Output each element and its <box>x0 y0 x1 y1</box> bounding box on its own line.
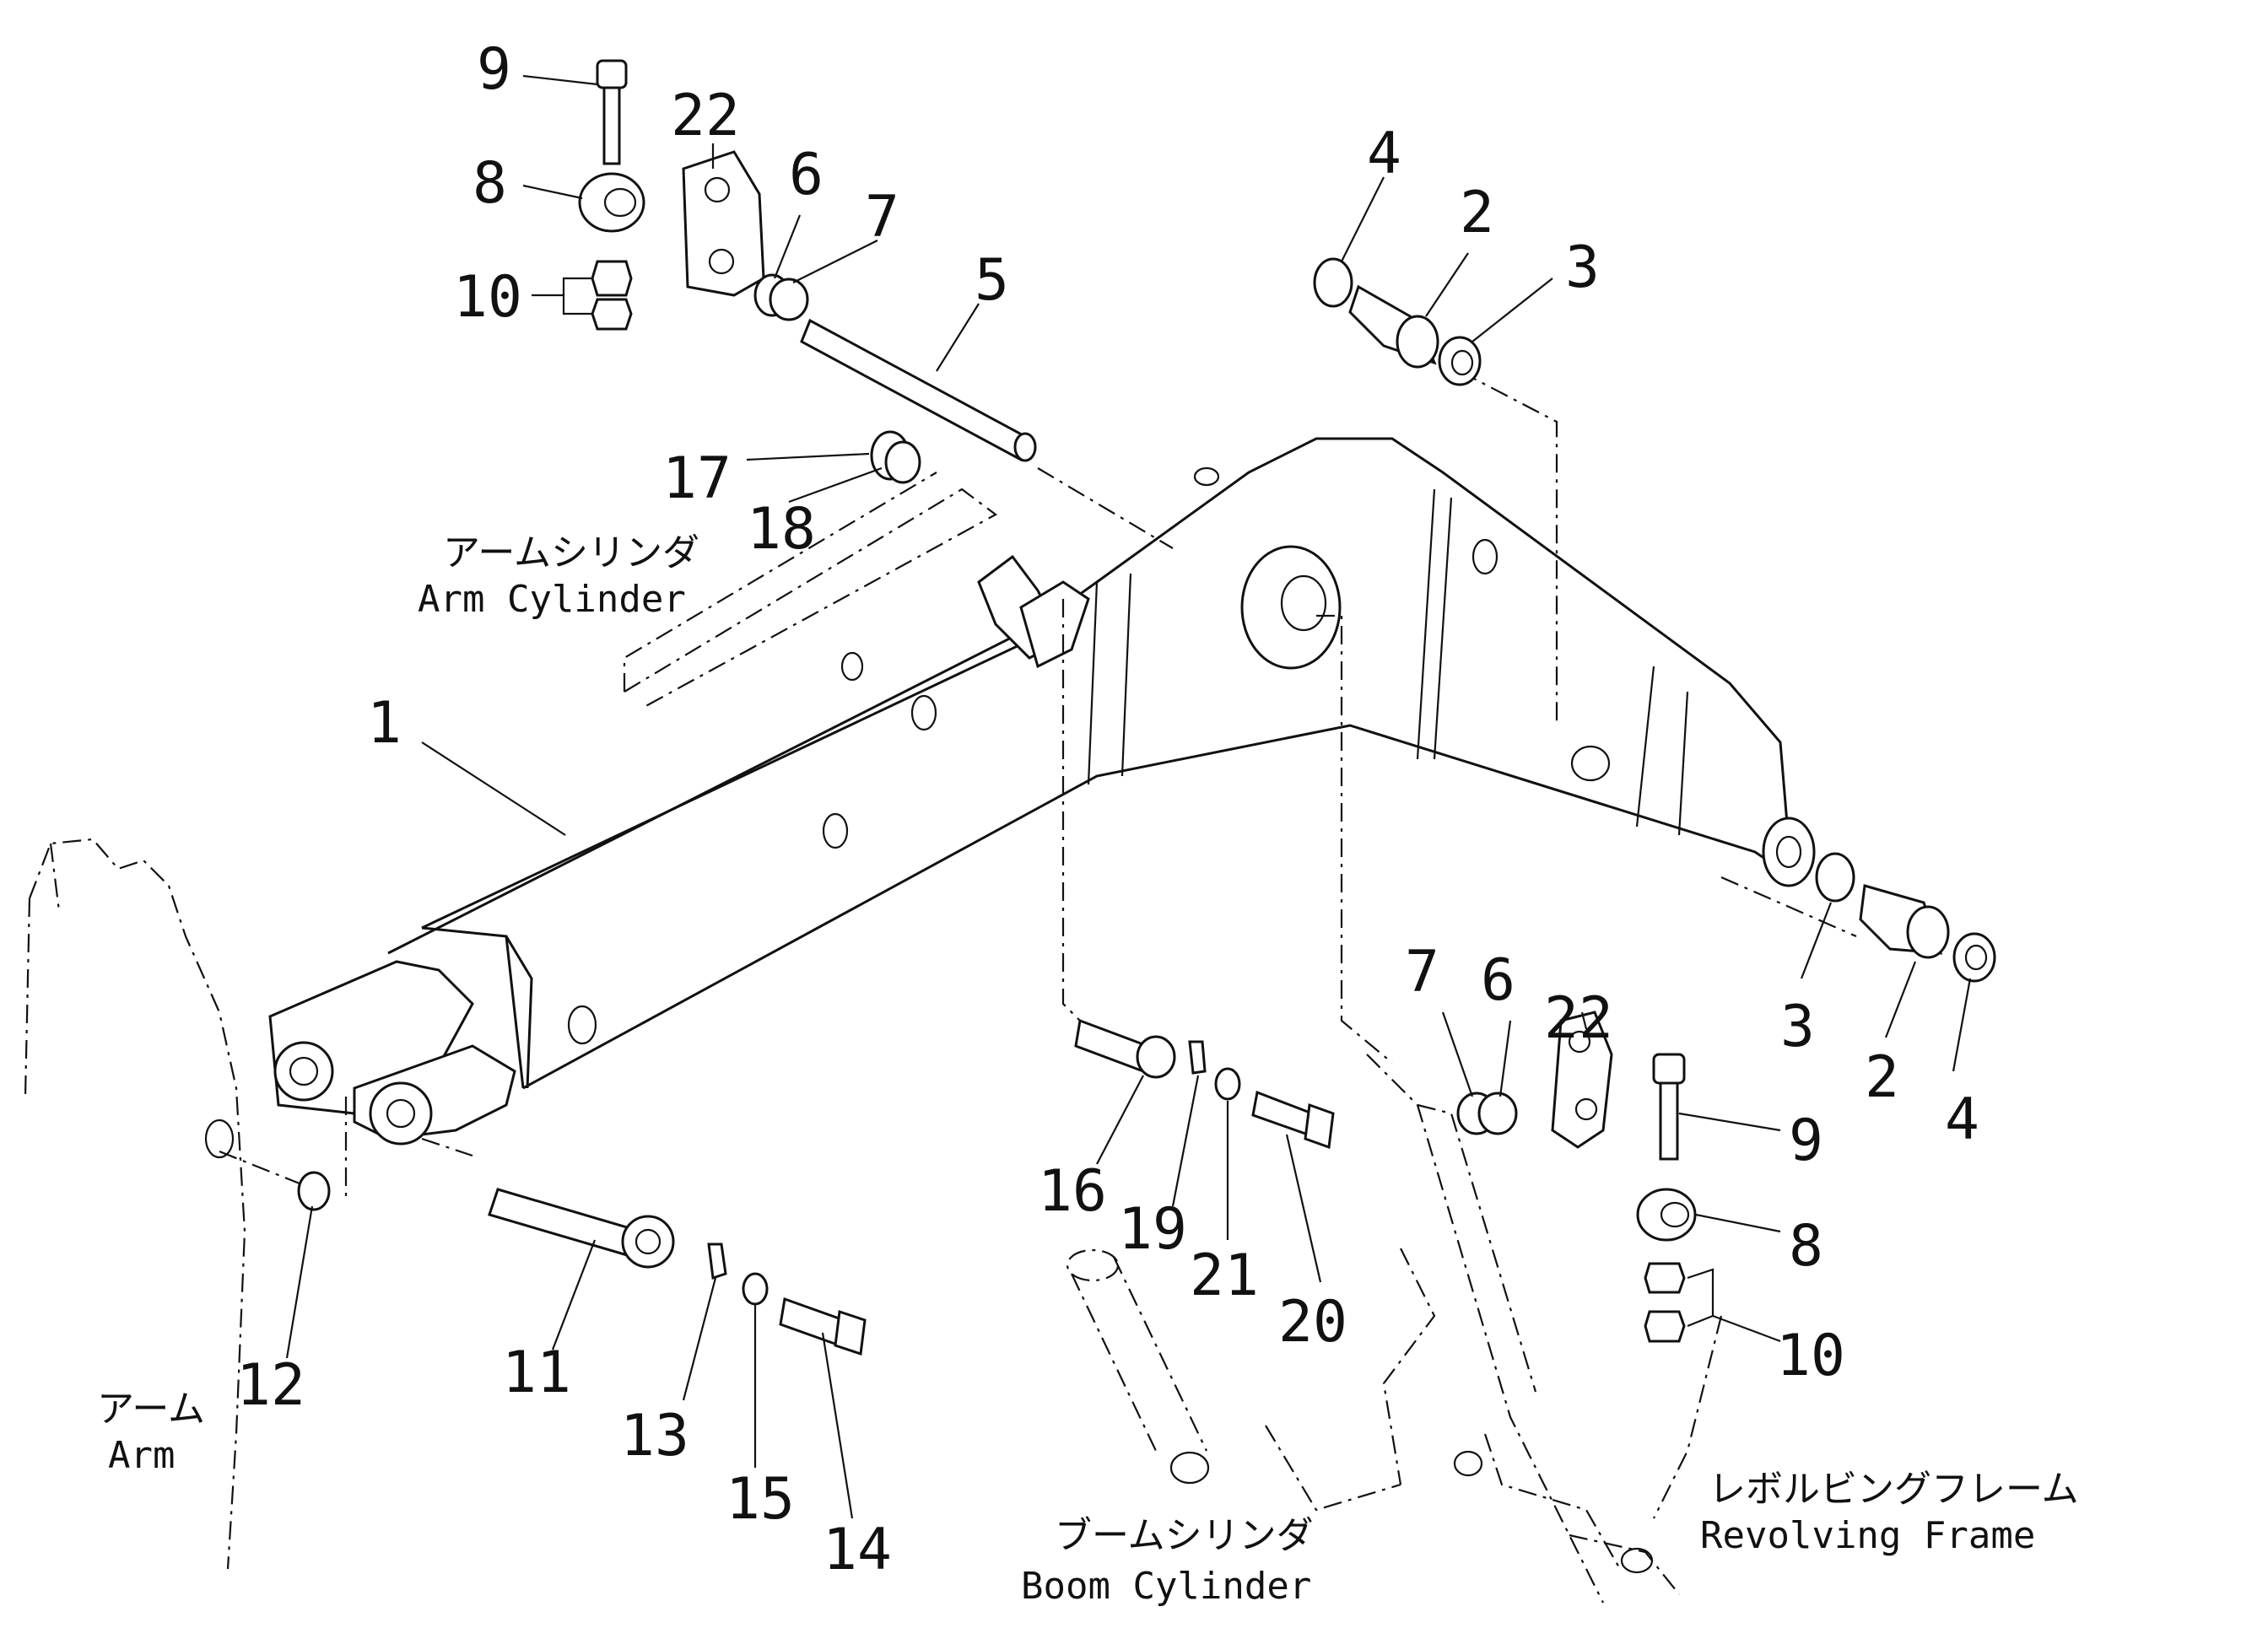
parts-top-right <box>1313 257 1482 386</box>
callout-4b: 4 <box>1945 1086 1979 1153</box>
callout-11: 11 <box>502 1340 571 1406</box>
arm-cylinder-label-jp: アームシリンダ <box>443 531 699 574</box>
callout-10: 10 <box>453 264 522 331</box>
callout-18: 18 <box>747 496 816 563</box>
arm-label-en: Arm <box>108 1434 175 1477</box>
callout-16: 16 <box>1038 1158 1107 1225</box>
callout-22b: 22 <box>1544 985 1613 1052</box>
callout-7: 7 <box>865 184 899 251</box>
parts-bottom <box>297 1018 1335 1356</box>
callout-8: 8 <box>472 150 507 217</box>
callout-8b: 8 <box>1789 1213 1823 1280</box>
arm-outline <box>24 838 246 1570</box>
callout-15: 15 <box>726 1466 795 1533</box>
callout-6: 6 <box>789 142 824 208</box>
callout-9: 9 <box>477 36 511 103</box>
callout-14: 14 <box>823 1517 892 1583</box>
callout-10b: 10 <box>1776 1323 1845 1389</box>
callout-1: 1 <box>367 690 402 757</box>
callout-21: 21 <box>1190 1243 1259 1309</box>
callout-3: 3 <box>1565 234 1600 301</box>
boom-cylinder-outline <box>1066 1248 1210 1485</box>
callout-7b: 7 <box>1405 939 1439 1005</box>
callout-numbers: 9 22 8 6 7 10 5 17 18 4 2 3 1 3 2 4 7 6 … <box>236 36 1979 1583</box>
revolving-frame-label-jp: レボルビングフレーム <box>1709 1468 2079 1511</box>
parts-right-lower <box>1456 1011 1697 1343</box>
callout-19: 19 <box>1118 1196 1187 1263</box>
component-labels: アームシリンダ Arm Cylinder アーム Arm ブームシリンダ Boo… <box>97 531 2079 1608</box>
boom-cylinder-label-jp: ブームシリンダ <box>1055 1514 1314 1557</box>
callout-20: 20 <box>1278 1289 1347 1356</box>
boom-cylinder-label-en: Boom Cylinder <box>1021 1565 1311 1608</box>
callout-17: 17 <box>662 445 732 512</box>
arm-label-jp: アーム <box>97 1388 205 1431</box>
boom-body <box>268 437 1816 1146</box>
callout-13: 13 <box>620 1403 689 1469</box>
parts-right <box>1815 852 1996 983</box>
callout-2: 2 <box>1460 180 1494 246</box>
callout-4: 4 <box>1367 121 1401 187</box>
callout-22: 22 <box>671 83 740 149</box>
leader-lines <box>285 74 1972 1519</box>
callout-3b: 3 <box>1780 994 1815 1060</box>
callout-6b: 6 <box>1481 947 1515 1014</box>
arm-cylinder-label-en: Arm Cylinder <box>418 578 686 621</box>
callout-9b: 9 <box>1789 1108 1823 1174</box>
callout-5: 5 <box>975 247 1009 314</box>
revolving-frame-label-en: Revolving Frame <box>1700 1514 2035 1557</box>
revolving-frame-outline <box>1265 1054 1723 1604</box>
arm-cylinder-outline <box>623 472 998 709</box>
callout-2b: 2 <box>1865 1044 1899 1111</box>
parts-top-left <box>578 59 1037 484</box>
callout-12: 12 <box>236 1352 305 1419</box>
